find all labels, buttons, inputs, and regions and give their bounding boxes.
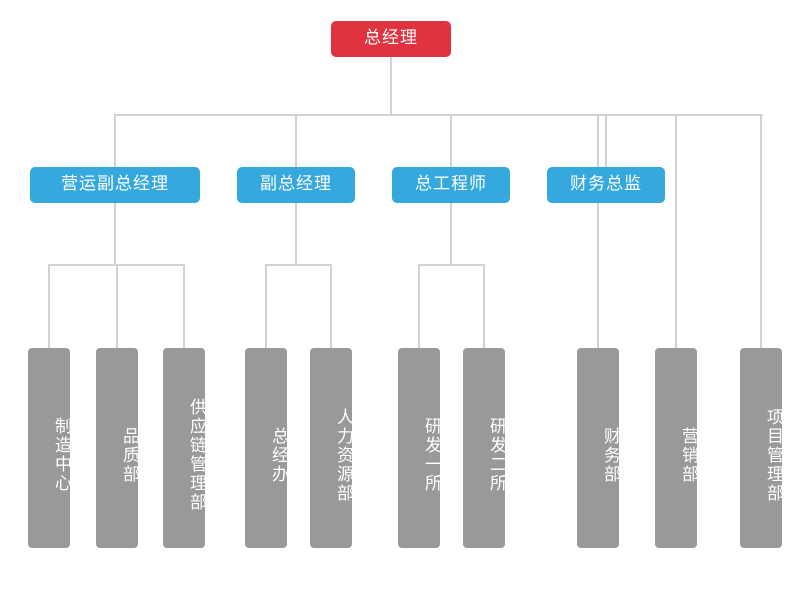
node-operations-vice-general-manager-label: 营运副总经理 xyxy=(61,174,169,195)
connector-vp-bus xyxy=(265,264,331,266)
node-general-manager[interactable]: 总经理 xyxy=(331,21,451,57)
connector-ops-to-quality xyxy=(116,264,118,350)
node-supply-chain-management-department-label: 供应链管理部 xyxy=(186,398,206,512)
connector-bus-to-vp xyxy=(295,114,297,167)
connector-bus-to-chief-engineer xyxy=(450,114,452,167)
connector-bus-to-finance-director xyxy=(605,114,607,167)
connector-root-stem xyxy=(390,56,392,115)
node-vice-general-manager-label: 副总经理 xyxy=(260,174,332,195)
connector-bus-to-marketing xyxy=(675,114,677,350)
node-supply-chain-management-department[interactable]: 供应链管理部 xyxy=(163,348,206,548)
connector-vp-stem xyxy=(295,202,297,265)
node-project-management-department[interactable]: 项目管理部 xyxy=(740,348,783,548)
connector-main-bus xyxy=(115,114,763,116)
node-quality-department-label: 品质部 xyxy=(119,426,139,484)
node-rd-institute-two[interactable]: 研发二所 xyxy=(463,348,506,548)
node-rd-institute-one-label: 研发一所 xyxy=(421,417,441,493)
node-chief-engineer-label: 总工程师 xyxy=(415,174,487,195)
node-manufacturing-center-label: 制造中心 xyxy=(51,417,71,493)
connector-ce-to-rd1 xyxy=(418,264,420,350)
node-project-management-department-label: 项目管理部 xyxy=(763,407,783,503)
node-human-resources-department[interactable]: 人力资源部 xyxy=(310,348,353,548)
connector-ce-to-rd2 xyxy=(483,264,485,350)
node-marketing-department[interactable]: 营销部 xyxy=(655,348,698,548)
node-vice-general-manager[interactable]: 副总经理 xyxy=(237,167,355,203)
node-rd-institute-two-label: 研发二所 xyxy=(486,417,506,493)
node-quality-department[interactable]: 品质部 xyxy=(96,348,139,548)
connector-finance-director-to-finance-dept xyxy=(597,114,599,350)
connector-bus-to-ops-vp xyxy=(114,114,116,167)
node-human-resources-department-label: 人力资源部 xyxy=(333,407,353,503)
connector-ops-to-manufacturing xyxy=(48,264,50,350)
connector-vp-to-gm-office xyxy=(265,264,267,350)
node-finance-director-label: 财务总监 xyxy=(570,174,642,195)
node-manufacturing-center[interactable]: 制造中心 xyxy=(28,348,71,548)
connector-chief-engineer-bus xyxy=(418,264,484,266)
node-finance-director[interactable]: 财务总监 xyxy=(547,167,665,203)
node-finance-department-label: 财务部 xyxy=(600,426,620,484)
node-finance-department[interactable]: 财务部 xyxy=(577,348,620,548)
node-general-manager-label: 总经理 xyxy=(364,28,418,49)
node-rd-institute-one[interactable]: 研发一所 xyxy=(398,348,441,548)
node-marketing-department-label: 营销部 xyxy=(678,426,698,484)
connector-ops-vp-stem xyxy=(114,202,116,265)
connector-ops-to-supplychain xyxy=(183,264,185,350)
connector-vp-to-hr xyxy=(330,264,332,350)
connector-chief-engineer-stem xyxy=(450,202,452,265)
connector-bus-to-project-mgmt xyxy=(760,114,762,350)
node-general-manager-office[interactable]: 总经办 xyxy=(245,348,288,548)
node-chief-engineer[interactable]: 总工程师 xyxy=(392,167,510,203)
node-general-manager-office-label: 总经办 xyxy=(268,426,288,484)
node-operations-vice-general-manager[interactable]: 营运副总经理 xyxy=(30,167,200,203)
